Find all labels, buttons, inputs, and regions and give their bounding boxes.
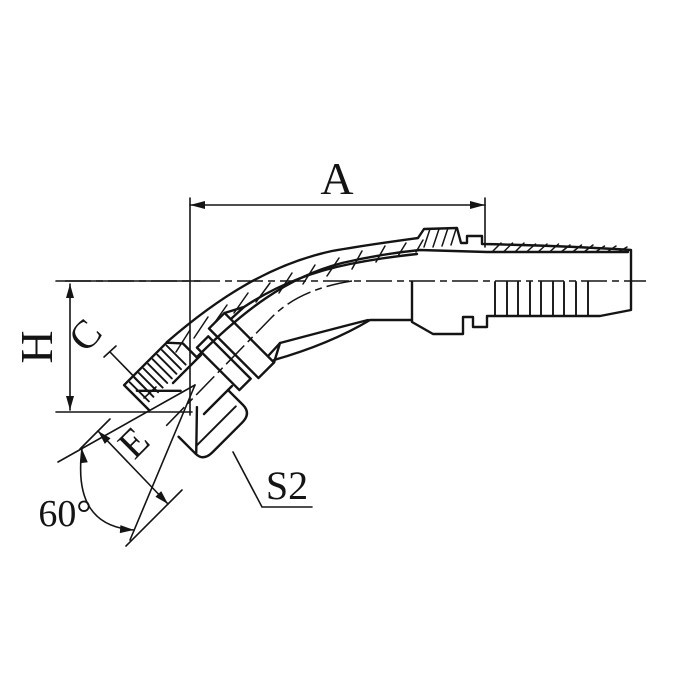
label-seat-angle: 60° bbox=[38, 493, 91, 535]
a-arrow-right bbox=[470, 201, 485, 209]
elbow-lower-outer bbox=[272, 318, 414, 362]
hex-nut-outline bbox=[177, 388, 249, 459]
nut-section-outline bbox=[122, 341, 199, 412]
port-axis-centerline bbox=[165, 280, 353, 427]
callout-s2: S2 bbox=[232, 451, 313, 508]
label-dim-h: H bbox=[11, 330, 62, 363]
swivel-port-assembly bbox=[122, 306, 281, 459]
shell-outer-profile bbox=[165, 226, 633, 344]
shell-inner-profile bbox=[195, 248, 630, 359]
s2-leader-line bbox=[232, 451, 313, 508]
e-extension-1 bbox=[79, 418, 111, 450]
tube-bend-upper bbox=[242, 252, 419, 309]
dimension-h: H bbox=[11, 280, 201, 413]
hose-tail-ribs bbox=[494, 281, 589, 317]
tube-bend-lower bbox=[278, 318, 370, 345]
cone-seat-line-cut bbox=[135, 389, 182, 392]
centerlines bbox=[65, 280, 646, 427]
label-dim-e: E bbox=[109, 418, 158, 467]
h-arrow-top bbox=[66, 284, 74, 298]
c-tick-2 bbox=[143, 386, 157, 399]
fitting-body bbox=[165, 226, 633, 416]
hex-face-edge bbox=[195, 405, 237, 447]
label-hex-s2: S2 bbox=[266, 463, 308, 508]
dimension-c: C bbox=[59, 310, 157, 399]
angle-leg-1 bbox=[57, 384, 196, 463]
angle-leg-2 bbox=[129, 384, 196, 541]
e-arrow-1 bbox=[98, 431, 111, 444]
thread-hatching bbox=[128, 344, 187, 403]
angle-60: 60° bbox=[38, 384, 196, 541]
e-arrow-2 bbox=[155, 491, 168, 504]
c-dimension-line bbox=[109, 351, 151, 394]
dimension-e: E bbox=[79, 418, 183, 547]
collar-hatching bbox=[423, 227, 457, 248]
tube-edge-upper bbox=[171, 305, 246, 385]
tube-edge-lower bbox=[202, 341, 282, 416]
e-dimension-line bbox=[97, 430, 169, 505]
hose-tail-serrations bbox=[491, 242, 628, 253]
e-extension-2 bbox=[125, 489, 183, 547]
dimension-a: A bbox=[189, 153, 486, 416]
angle-arrow-2 bbox=[119, 525, 134, 534]
h-arrow-bottom bbox=[66, 396, 74, 410]
c-tick-1 bbox=[103, 345, 117, 358]
a-arrow-left bbox=[190, 201, 205, 209]
collar-ring-1 bbox=[195, 335, 252, 392]
angle-arrow-1 bbox=[79, 449, 88, 464]
label-dim-a: A bbox=[320, 153, 353, 204]
label-dim-c: C bbox=[59, 310, 110, 360]
